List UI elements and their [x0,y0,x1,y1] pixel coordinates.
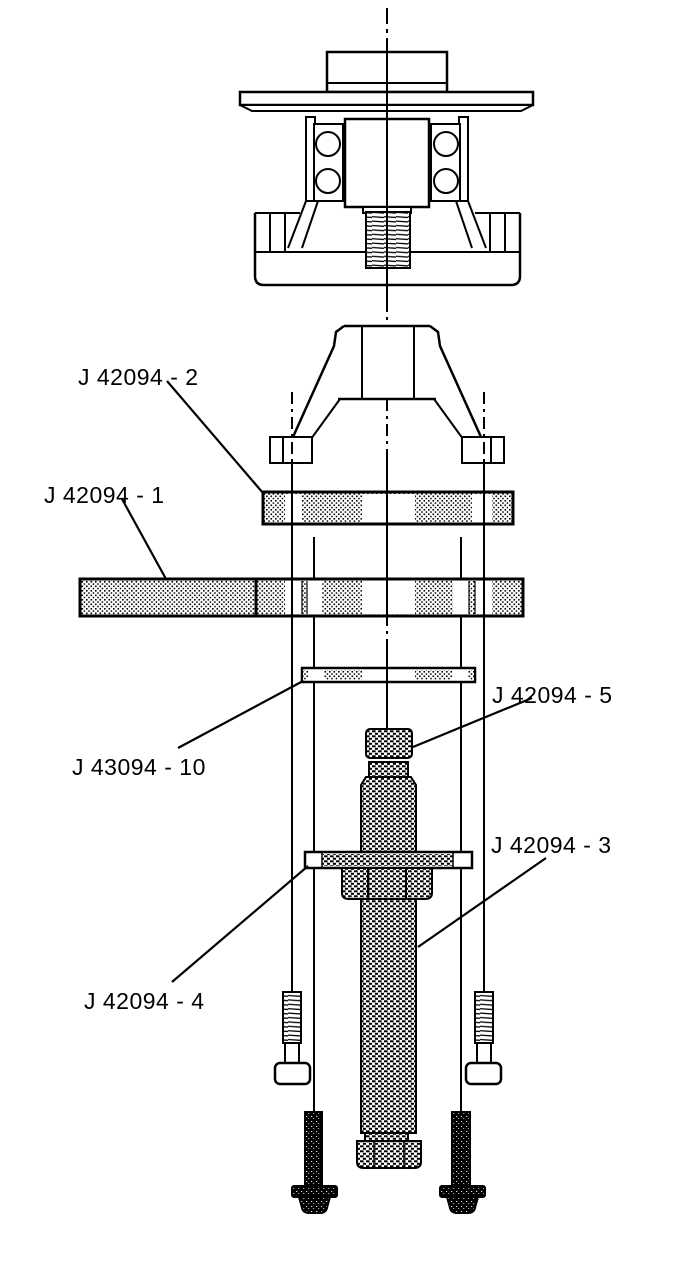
plate-j43094-10 [300,666,477,684]
socket-head-screw-right [464,991,503,1086]
leader-line-j42094-2 [166,380,264,494]
construction-lines-rear [313,537,462,1112]
flange-bolt-left [291,1111,338,1214]
flange-bolt-right [439,1111,486,1214]
leader-line-j43094-10 [177,680,304,749]
nut-j42094-5 [365,728,413,759]
disc-j42094-1 [78,577,525,618]
part-label-j42094-5: J 42094 - 5 [492,682,613,708]
collar-j42094-4 [303,850,474,870]
bearing-ball [433,168,459,194]
leader-line-j42094-1 [121,498,167,580]
shaft-hex-upper [341,867,433,900]
part-label-j42094-3: J 42094 - 3 [491,832,612,858]
leader-line-j42094-3 [417,857,547,948]
part-label-j43094-10: J 43094 - 10 [72,754,206,780]
leader-line-j42094-4 [171,865,309,983]
part-label-j42094-1: J 42094 - 1 [44,482,165,508]
adapter-cone [269,324,505,464]
bearing-ball [433,131,459,157]
part-label-j42094-4: J 42094 - 4 [84,988,205,1014]
socket-head-screw-left [273,991,312,1086]
shaft-j42094-3 [360,776,417,1134]
bearing-ball [315,168,341,194]
bearing-ball [315,131,341,157]
construction-lines-front [291,392,485,992]
bearing-hub-section [238,50,535,300]
forcing-screw-assembly [303,728,474,1169]
part-label-j42094-2: J 42094 - 2 [78,364,199,390]
shaft-hex-tip [356,1140,422,1169]
leader-line-j42094-5 [412,696,533,749]
